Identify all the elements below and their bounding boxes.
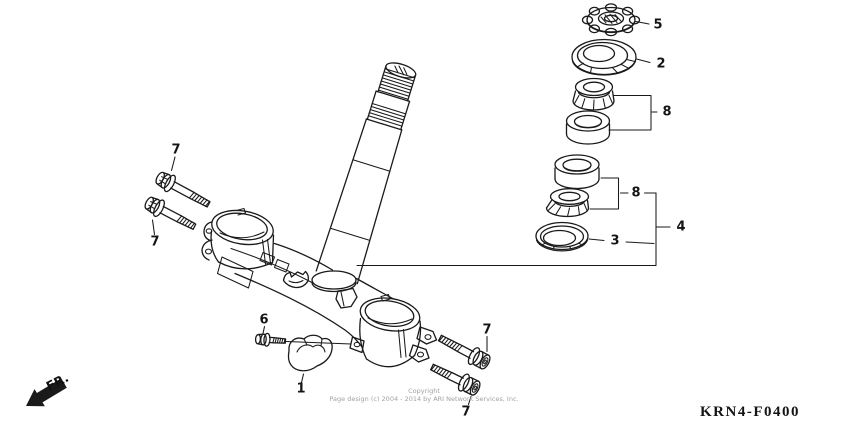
callout-3[interactable]: 3: [610, 233, 620, 249]
fr-arrow: [26, 378, 67, 407]
lower-bearing: [545, 188, 590, 218]
fork-bolt-lower-left: [144, 196, 197, 230]
clamp-piece: [287, 334, 333, 372]
fork-bolt-upper-right: [437, 334, 491, 370]
callout-1[interactable]: 1: [296, 381, 306, 397]
stem-pinch-bolt: [254, 332, 287, 347]
callout-8-upper[interactable]: 8: [662, 104, 672, 120]
leader-7-lower-right: [467, 395, 472, 406]
fr-label: FR.: [44, 370, 71, 394]
callout-6[interactable]: 6: [259, 312, 269, 328]
bracket-8-upper: [608, 94, 652, 131]
leader-part6-to-boss: [285, 340, 352, 345]
leader-part3-left: [588, 238, 605, 242]
leader-6: [262, 325, 266, 335]
bottom-bridge: [201, 207, 438, 368]
fork-bolt-lower-right: [430, 363, 481, 396]
fork-bolt-upper-left: [155, 171, 211, 208]
steering-stem-shaft: [315, 62, 417, 285]
callout-5[interactable]: 5: [653, 17, 663, 33]
drawing-code: KRN4-F0400: [700, 404, 800, 420]
callout-7-top-left[interactable]: 7: [171, 142, 181, 158]
dust-seal-top: [571, 38, 637, 76]
copyright-line1: Copyright: [408, 387, 440, 395]
stem-flange: [311, 270, 358, 309]
leader-7-bottom-left: [151, 219, 156, 236]
copyright-line2: Page design (c) 2004 - 2014 by ARI Netwo…: [329, 395, 519, 403]
lower-dust-seal: [535, 221, 589, 252]
leader-1: [300, 373, 305, 384]
leader-part3-right: [625, 241, 655, 245]
callout-7-lower-right[interactable]: 7: [461, 404, 471, 420]
callout-4[interactable]: 4: [676, 219, 686, 235]
bracket-8-lower: [589, 177, 620, 210]
callout-7-upper-right[interactable]: 7: [482, 322, 492, 338]
leader-part5: [635, 20, 650, 25]
leader-7-top-left: [170, 156, 176, 172]
callout-8-lower[interactable]: 8: [631, 185, 641, 201]
upper-bearing-race: [565, 110, 611, 145]
callout-7-bottom-left[interactable]: 7: [150, 234, 160, 250]
leader-part2: [635, 58, 651, 64]
upper-bearing: [572, 77, 615, 111]
callout-2[interactable]: 2: [656, 56, 666, 72]
stem-nut: [581, 3, 641, 37]
bracket-4: [356, 192, 657, 267]
lower-bearing-race: [554, 154, 600, 190]
